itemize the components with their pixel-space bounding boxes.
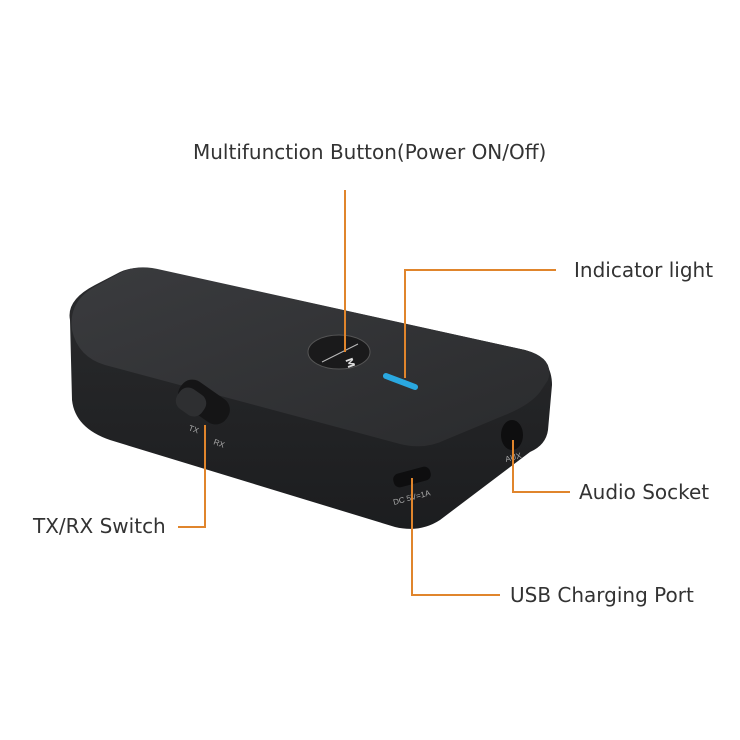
label-indicator-light: Indicator light: [574, 258, 714, 282]
button-m-marking: M: [342, 357, 356, 370]
leader-line-switch: [178, 425, 206, 528]
indicator-led: [383, 373, 418, 390]
usb-port: [393, 466, 431, 488]
leader-line-indicator: [404, 269, 556, 378]
leader-line-audio: [512, 440, 570, 493]
rx-marking: RX: [212, 437, 226, 449]
label-multifunction-button: Multifunction Button(Power ON/Off): [193, 140, 547, 164]
leader-line-usb: [411, 478, 500, 596]
tx-marking: TX: [187, 423, 200, 435]
label-audio-socket: Audio Socket: [579, 480, 710, 504]
label-tx-rx-switch: TX/RX Switch: [33, 514, 166, 538]
tx-rx-switch[interactable]: [172, 374, 235, 429]
audio-socket: [501, 420, 523, 450]
multifunction-button[interactable]: M: [307, 334, 371, 370]
label-usb-charging-port: USB Charging Port: [510, 583, 694, 607]
